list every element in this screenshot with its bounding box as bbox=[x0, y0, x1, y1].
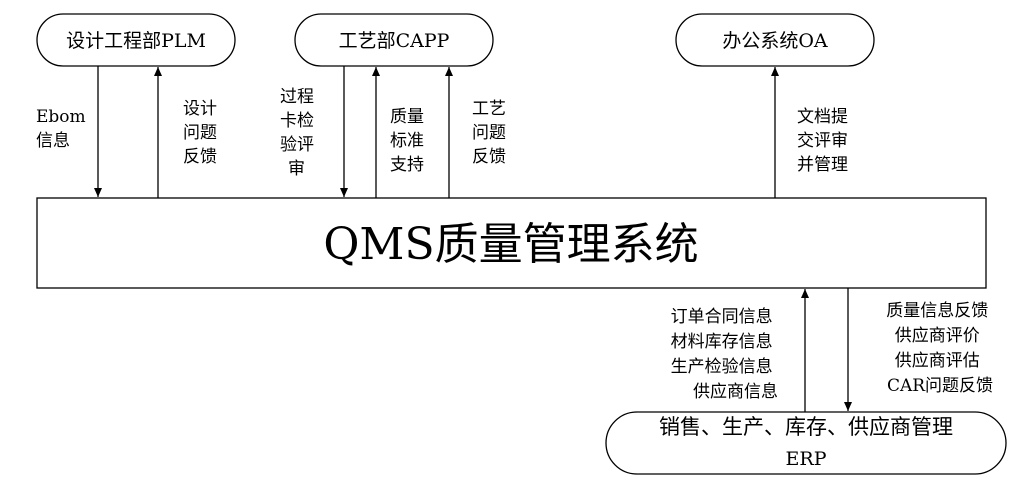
flow-label-plm-up: 设计 问题 反馈 bbox=[183, 99, 222, 167]
flow-label-capp-up-standards: 质量 标准 支持 bbox=[390, 107, 429, 175]
flow-label-erp-up: 订单合同信息 材料库存信息 生产检验信息 供应商信息 bbox=[671, 307, 778, 402]
flow-label-plm-down: Ebom 信息 bbox=[36, 107, 91, 151]
plm-node: 设计工程部PLM bbox=[36, 13, 236, 67]
flow-label-erp-down: 质量信息反馈 供应商评价 供应商评估 CAR问题反馈 bbox=[886, 301, 993, 396]
oa-label: 办公系统OA bbox=[722, 30, 828, 52]
qms-label: QMS质量管理系统 bbox=[323, 219, 698, 270]
erp-node: 销售、生产、库存、供应商管理 ERP bbox=[605, 411, 1007, 475]
plm-label: 设计工程部PLM bbox=[66, 30, 206, 52]
flow-label-oa-up: 文档提 交评审 并管理 bbox=[797, 107, 853, 175]
flow-label-capp-up-feedback: 工艺 问题 反馈 bbox=[472, 99, 511, 167]
oa-node: 办公系统OA bbox=[675, 13, 875, 67]
capp-node: 工艺部CAPP bbox=[294, 13, 494, 67]
qms-node: QMS质量管理系统 bbox=[36, 197, 987, 289]
erp-label-line2: ERP bbox=[786, 448, 827, 470]
flow-label-capp-down: 过程 卡检 验评 审 bbox=[280, 87, 319, 179]
erp-label-line1: 销售、生产、库存、供应商管理 bbox=[659, 415, 953, 439]
capp-label: 工艺部CAPP bbox=[339, 30, 450, 52]
